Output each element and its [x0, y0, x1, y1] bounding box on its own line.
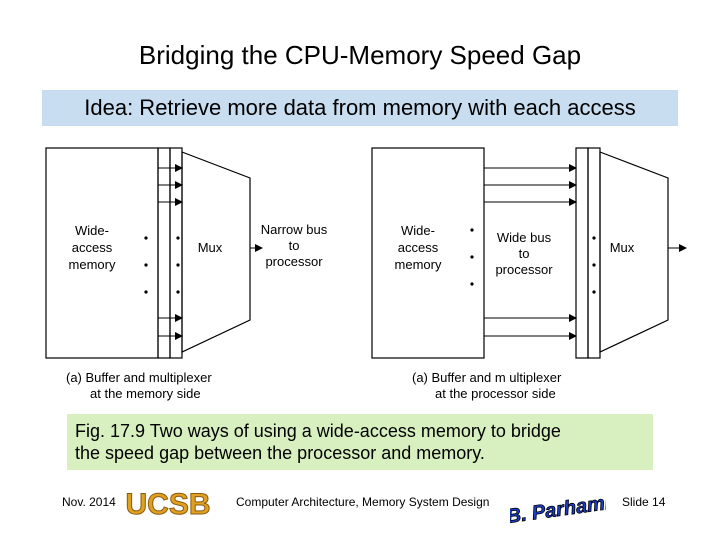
left-buffer-box: [157, 147, 171, 359]
left-caption-1: (a) Buffer and multiplexer: [66, 370, 212, 385]
left-bus-label-3: processor: [265, 254, 323, 269]
right-mux-shape: [599, 151, 669, 353]
right-bus-label-1: Wide bus: [497, 230, 552, 245]
left-memory-label-2: access: [72, 240, 113, 255]
left-mux-shape: [181, 151, 251, 353]
right-buffer-box-2: [587, 147, 601, 359]
figure-caption-line-1: Fig. 17.9 Two ways of using a wide-acces…: [75, 421, 561, 441]
left-memory-label-3: memory: [69, 257, 116, 272]
diagram: Wide- access memory Mux Narrow bus to pr…: [45, 147, 687, 401]
ucsb-logo: UCSB: [120, 484, 216, 524]
left-diagram: Wide- access memory Mux Narrow bus to pr…: [45, 147, 328, 401]
left-bus-label-2: to: [289, 238, 300, 253]
left-bus-label-1: Narrow bus: [261, 222, 328, 237]
left-caption-2: at the memory side: [90, 386, 201, 401]
right-caption-1: (a) Buffer and m ultiplexer: [412, 370, 562, 385]
slide-title: Bridging the CPU-Memory Speed Gap: [138, 40, 582, 70]
right-mux-label: Mux: [610, 240, 635, 255]
right-memory-label-3: memory: [395, 257, 442, 272]
right-memory-label-1: Wide-: [401, 223, 435, 238]
left-memory-label-1: Wide-: [75, 223, 109, 238]
signature-logo: B. Parhami: [510, 491, 606, 528]
figure-caption: Fig. 17.9 Two ways of using a wide-acces…: [67, 414, 653, 470]
signature-text: B. Parhami: [510, 492, 606, 528]
figure-caption-line-2: the speed gap between the processor and …: [75, 443, 485, 463]
left-mux-label: Mux: [198, 240, 223, 255]
right-caption-2: at the processor side: [435, 386, 556, 401]
right-diagram: Wide- access memory Wide bus to processo…: [371, 147, 687, 401]
right-buffer-box: [575, 147, 589, 359]
right-memory-box: [371, 147, 485, 359]
right-bus-label-2: to: [519, 246, 530, 261]
footer-slide-number: Slide 14: [622, 495, 666, 509]
ucsb-logo-text: UCSB: [125, 488, 210, 521]
footer-date: Nov. 2014: [62, 495, 116, 509]
idea-banner: Idea: Retrieve more data from memory wit…: [42, 90, 678, 126]
left-buffer-box-2: [169, 147, 183, 359]
footer-course: Computer Architecture, Memory System Des…: [236, 495, 490, 509]
right-memory-label-2: access: [398, 240, 439, 255]
right-bus-label-3: processor: [495, 262, 553, 277]
